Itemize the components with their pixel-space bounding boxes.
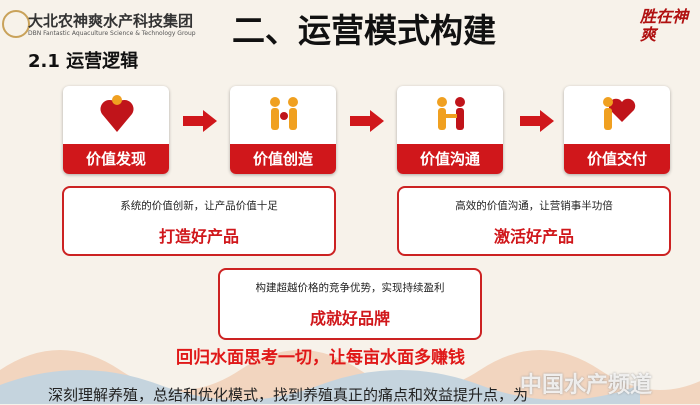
- arrow-right-icon: [520, 110, 554, 132]
- box-activate-product: 高效的价值沟通，让营销事半功倍 激活好产品: [397, 186, 671, 256]
- step-label: 价值交付: [564, 144, 670, 174]
- company-logo-icon: [2, 10, 30, 38]
- box-headline: 打造好产品: [158, 227, 239, 246]
- watermark: 中国水产频道: [520, 373, 653, 398]
- box-build-brand: 构建超越价格的竞争优势，实现持续盈利 成就好品牌: [218, 268, 482, 340]
- handshake-figure-icon: [437, 97, 465, 130]
- people-figure-icon: [270, 97, 298, 130]
- company-name-en: DBN Fantastic Aquaculture Science & Tech…: [28, 30, 196, 37]
- box-headline: 成就好品牌: [309, 309, 390, 328]
- box-headline: 激活好产品: [493, 227, 574, 246]
- step-card-discover: 价值发现: [63, 86, 169, 174]
- step-card-communicate: 价值沟通: [397, 86, 503, 174]
- box-description: 构建超越价格的竞争优势，实现持续盈利: [255, 282, 445, 294]
- decorative-wave-background: [0, 350, 700, 404]
- section-subtitle: 2.1 运营逻辑: [28, 51, 139, 72]
- step-label: 价值沟通: [397, 144, 503, 174]
- arrow-right-icon: [183, 110, 217, 132]
- slogan: 回归水面思考一切，让每亩水面多赚钱: [176, 348, 465, 368]
- company-name: 大北农神爽水产科技集团: [28, 12, 194, 30]
- box-build-product: 系统的价值创新，让产品价值十足 打造好产品: [62, 186, 336, 256]
- bottom-text: 深刻理解养殖，总结和优化模式，找到养殖真正的痛点和效益提升点，为: [48, 386, 529, 404]
- box-description: 系统的价值创新，让产品价值十足: [120, 200, 278, 212]
- arrow-right-icon: [350, 110, 384, 132]
- page-title: 二、运营模式构建: [232, 11, 496, 50]
- step-label: 价值创造: [230, 144, 336, 174]
- heart-delivery-icon: [603, 97, 636, 130]
- step-card-create: 价值创造: [230, 86, 336, 174]
- heart-figure-icon: [100, 95, 134, 132]
- step-card-deliver: 价值交付: [564, 86, 670, 174]
- brand-badge: 胜在神爽: [640, 7, 689, 44]
- box-description: 高效的价值沟通，让营销事半功倍: [455, 200, 613, 212]
- step-label: 价值发现: [63, 144, 169, 174]
